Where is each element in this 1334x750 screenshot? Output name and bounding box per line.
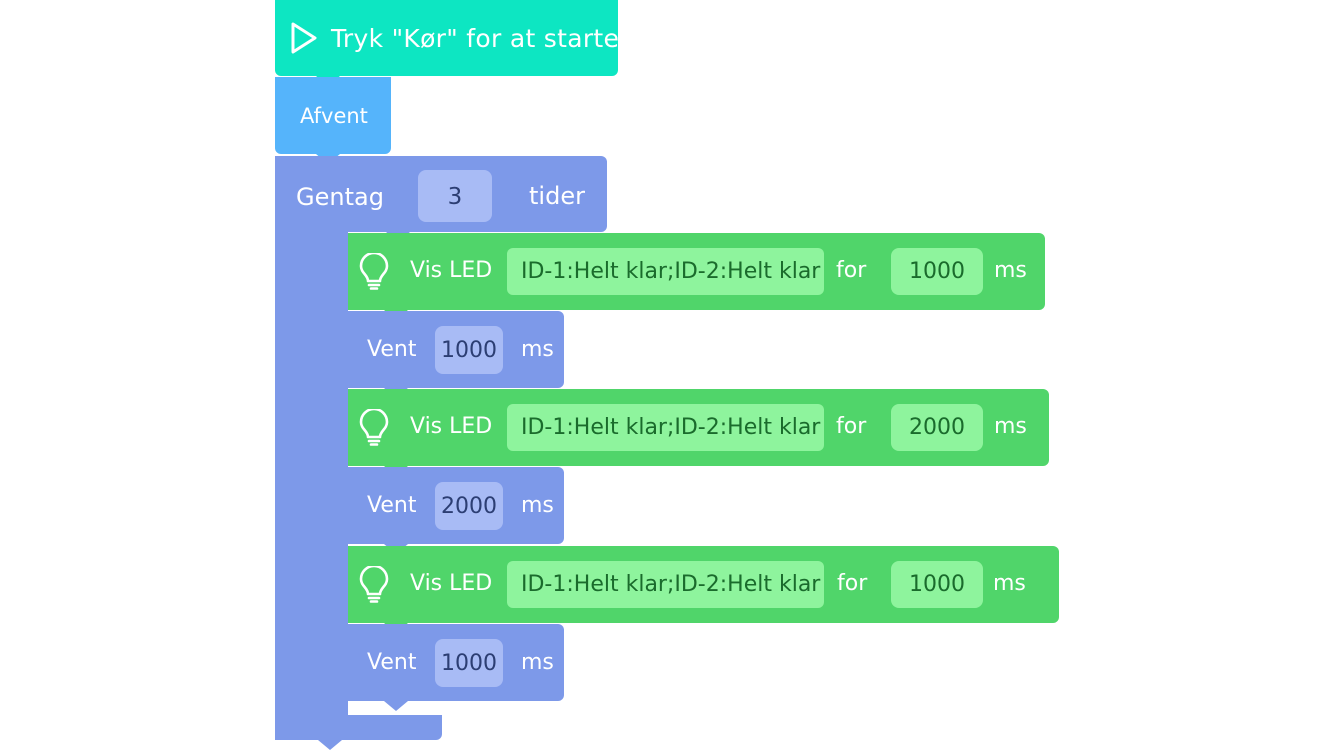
duration-input[interactable]: 1000 xyxy=(891,561,983,608)
duration-value: 1000 xyxy=(909,572,965,597)
repeat-count-input[interactable]: 3 xyxy=(418,170,492,222)
duration-value: 1000 xyxy=(909,259,965,284)
repeat-suffix: tider xyxy=(529,182,585,210)
repeat-block-arm[interactable] xyxy=(275,156,348,740)
start-block[interactable]: Tryk "Kør" for at starte xyxy=(275,0,620,76)
for-label: for xyxy=(836,414,867,439)
repeat-label: Gentag xyxy=(296,183,384,211)
light-bulb-icon xyxy=(359,409,389,446)
duration-input[interactable]: 2000 xyxy=(891,404,983,451)
wait-duration-input[interactable]: 1000 xyxy=(435,639,503,687)
wait-duration-input[interactable]: 2000 xyxy=(435,482,503,530)
connector-notch xyxy=(384,701,408,711)
play-icon xyxy=(291,22,317,54)
led-config-value: ID-1:Helt klar;ID-2:Helt klar xyxy=(521,259,821,284)
wait-block[interactable]: Vent 1000 ms xyxy=(348,311,564,388)
unit-label: ms xyxy=(994,414,1027,439)
wait-duration-value: 1000 xyxy=(441,651,497,676)
wait-block[interactable]: Vent 2000 ms xyxy=(348,467,564,544)
show-led-block[interactable]: Vis LED ID-1:Helt klar;ID-2:Helt klar fo… xyxy=(348,546,1059,623)
show-led-label: Vis LED xyxy=(410,414,493,439)
connector-notch xyxy=(318,740,342,750)
show-led-block[interactable]: Vis LED ID-1:Helt klar;ID-2:Helt klar fo… xyxy=(348,233,1045,310)
repeat-block-footer[interactable] xyxy=(275,715,442,740)
led-config-value: ID-1:Helt klar;ID-2:Helt klar xyxy=(521,415,821,440)
repeat-count-value: 3 xyxy=(447,184,463,210)
wait-duration-input[interactable]: 1000 xyxy=(435,326,503,374)
show-led-label: Vis LED xyxy=(410,258,493,283)
show-led-block[interactable]: Vis LED ID-1:Helt klar;ID-2:Helt klar fo… xyxy=(348,389,1049,466)
light-bulb-icon xyxy=(359,253,389,290)
duration-input[interactable]: 1000 xyxy=(891,248,983,295)
unit-label: ms xyxy=(521,650,554,675)
repeat-block[interactable]: Gentag 3 tider xyxy=(275,156,607,232)
led-config-value: ID-1:Helt klar;ID-2:Helt klar xyxy=(521,572,821,597)
await-block-label: Afvent xyxy=(300,104,368,128)
wait-duration-value: 1000 xyxy=(441,338,497,363)
led-config-input[interactable]: ID-1:Helt klar;ID-2:Helt klar xyxy=(507,561,824,608)
led-config-input[interactable]: ID-1:Helt klar;ID-2:Helt klar xyxy=(507,248,824,295)
wait-block[interactable]: Vent 1000 ms xyxy=(348,624,564,701)
unit-label: ms xyxy=(994,258,1027,283)
for-label: for xyxy=(837,571,868,596)
show-led-label: Vis LED xyxy=(410,571,493,596)
wait-label: Vent xyxy=(367,650,417,675)
led-config-input[interactable]: ID-1:Helt klar;ID-2:Helt klar xyxy=(507,404,824,451)
unit-label: ms xyxy=(521,337,554,362)
unit-label: ms xyxy=(993,571,1026,596)
unit-label: ms xyxy=(521,493,554,518)
duration-value: 2000 xyxy=(909,415,965,440)
start-block-label: Tryk "Kør" for at starte xyxy=(331,24,620,53)
wait-label: Vent xyxy=(367,493,417,518)
for-label: for xyxy=(836,258,867,283)
await-block[interactable]: Afvent xyxy=(275,77,391,154)
wait-duration-value: 2000 xyxy=(441,494,497,519)
light-bulb-icon xyxy=(359,566,389,603)
wait-label: Vent xyxy=(367,337,417,362)
